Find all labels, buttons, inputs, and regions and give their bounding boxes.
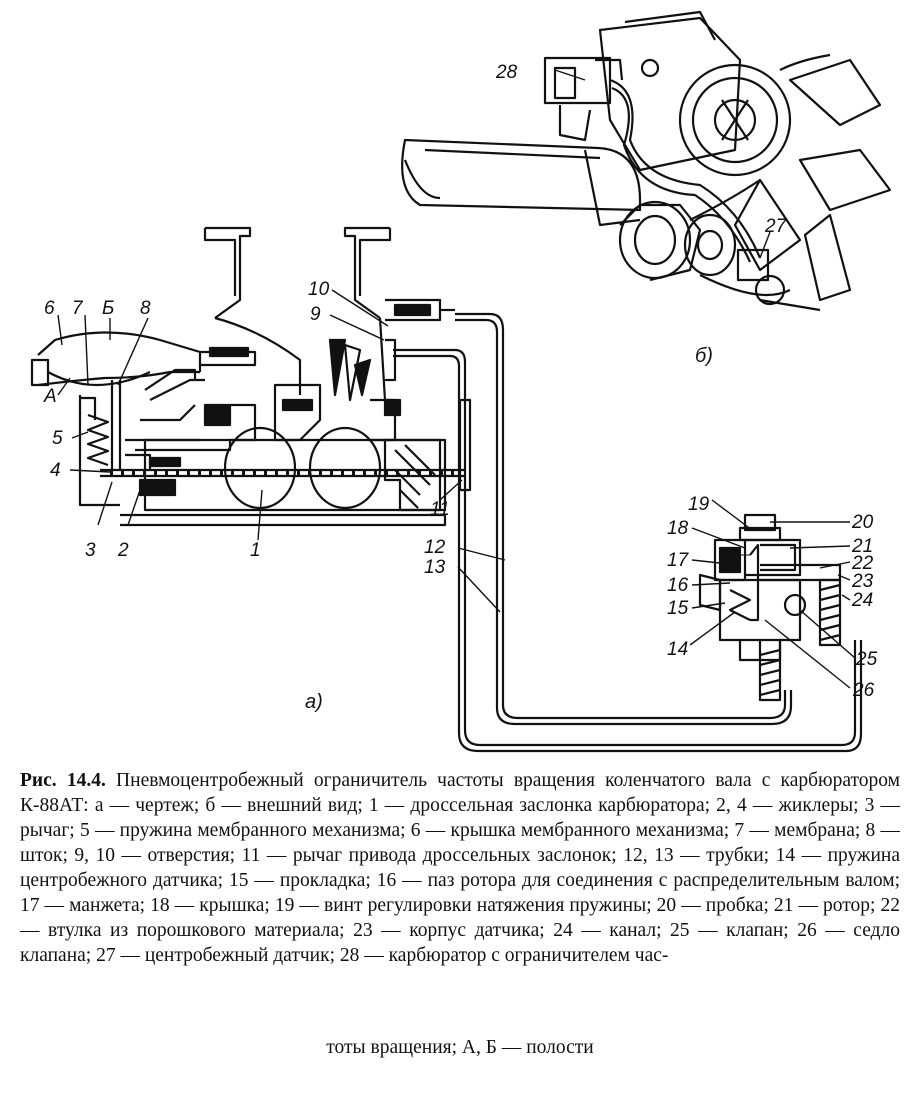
callout-7: 7 — [72, 298, 84, 319]
callout-26: 26 — [852, 680, 875, 701]
caption-last-line: тоты вращения; А, Б — полости — [326, 1037, 594, 1058]
callout-18: 18 — [667, 518, 689, 539]
callout-cavity-b: Б — [102, 298, 114, 319]
callout-3: 3 — [85, 540, 96, 561]
caption-body: Пневмоцентробежный ограничитель частоты … — [20, 770, 900, 966]
callout-9: 9 — [310, 304, 321, 325]
callout-10: 10 — [308, 279, 330, 300]
centrifugal-sensor-section — [698, 513, 842, 702]
figure-caption: Рис. 14.4. Пневмоцентробежный ограничите… — [20, 768, 900, 968]
callout-20: 20 — [851, 512, 874, 533]
callout-16: 16 — [667, 575, 689, 596]
callout-27: 27 — [764, 216, 788, 237]
callout-25: 25 — [855, 649, 878, 670]
caption-prefix: Рис. 14.4. — [20, 770, 106, 791]
callout-15: 15 — [667, 598, 689, 619]
callout-22: 22 — [851, 553, 874, 574]
callout-23: 23 — [851, 571, 874, 592]
callout-21: 21 — [851, 536, 873, 557]
engine-external-view — [401, 10, 892, 312]
panel-b-label: б) — [695, 345, 713, 367]
callout-cavity-a: А — [43, 386, 57, 407]
carburetor-section — [30, 226, 472, 527]
callout-1: 1 — [250, 540, 261, 561]
callout-6: 6 — [44, 298, 55, 319]
tubes — [393, 312, 863, 753]
callout-8: 8 — [140, 298, 151, 319]
callout-4: 4 — [50, 460, 61, 481]
callout-17: 17 — [667, 550, 690, 571]
callout-12: 12 — [424, 537, 446, 558]
callout-5: 5 — [52, 428, 63, 449]
callout-11: 11 — [430, 499, 450, 520]
figure-diagram: а) б) 1 2 3 4 5 6 7 8 9 10 11 12 13 14 1… — [30, 10, 892, 753]
callout-14: 14 — [667, 639, 688, 660]
callout-13: 13 — [424, 557, 446, 578]
callout-24: 24 — [851, 590, 873, 611]
callout-2: 2 — [117, 540, 129, 561]
callout-28: 28 — [495, 62, 518, 83]
leader-lines — [57, 69, 856, 689]
callout-19: 19 — [688, 494, 710, 515]
panel-a-label: а) — [305, 691, 323, 713]
